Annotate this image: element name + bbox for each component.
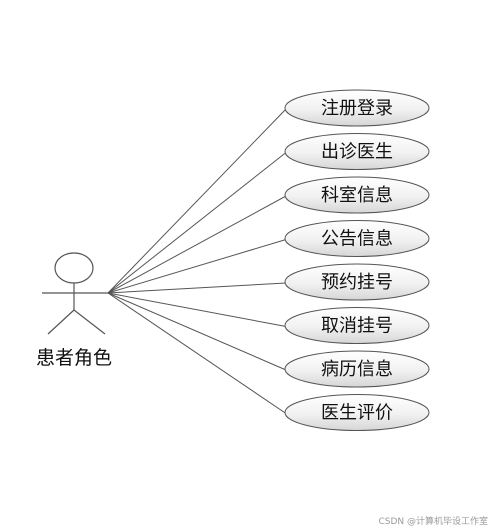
- use-case-label: 科室信息: [321, 185, 393, 206]
- use-case-ellipse: [284, 350, 430, 388]
- use-case-label: 病历信息: [321, 359, 393, 380]
- use-case: 取消挂号: [284, 307, 430, 344]
- association-line: [107, 195, 287, 294]
- use-case: 出诊医生: [284, 133, 430, 170]
- actor-left-leg: [47, 309, 75, 335]
- use-case-label: 注册登录: [321, 98, 393, 119]
- association-line: [107, 108, 287, 294]
- actor-right-leg: [73, 309, 106, 335]
- association-lines: [107, 108, 287, 414]
- actor-figure: [42, 252, 108, 335]
- use-case: 公告信息: [284, 220, 430, 257]
- use-case-label: 公告信息: [321, 229, 393, 250]
- association-line: [107, 239, 287, 294]
- actor-label: 患者角色: [36, 347, 112, 369]
- use-case-label: 出诊医生: [321, 142, 393, 163]
- use-case-ellipse: [284, 89, 430, 127]
- use-case-ellipse: [284, 220, 430, 257]
- use-case: 科室信息: [284, 176, 430, 214]
- use-case-ellipse: [284, 133, 430, 170]
- use-case-label: 预约挂号: [321, 272, 393, 293]
- use-case-ellipse: [284, 307, 430, 344]
- actor-head: [54, 252, 94, 284]
- use-case: 预约挂号: [284, 263, 430, 301]
- association-line: [107, 152, 287, 294]
- use-case-ellipse: [284, 394, 430, 431]
- association-line: [107, 292, 287, 414]
- use-case: 注册登录: [284, 89, 430, 127]
- use-case-label: 取消挂号: [321, 316, 393, 337]
- association-line: [107, 292, 287, 371]
- use-case-ellipse: [284, 263, 430, 301]
- use-case: 病历信息: [284, 350, 430, 388]
- association-line: [107, 292, 287, 327]
- watermark: CSDN @计算机毕设工作室: [378, 515, 488, 527]
- association-line: [107, 282, 287, 294]
- use-case-ellipse: [284, 176, 430, 214]
- use-case: 医生评价: [284, 394, 430, 431]
- use-case-label: 医生评价: [321, 403, 393, 424]
